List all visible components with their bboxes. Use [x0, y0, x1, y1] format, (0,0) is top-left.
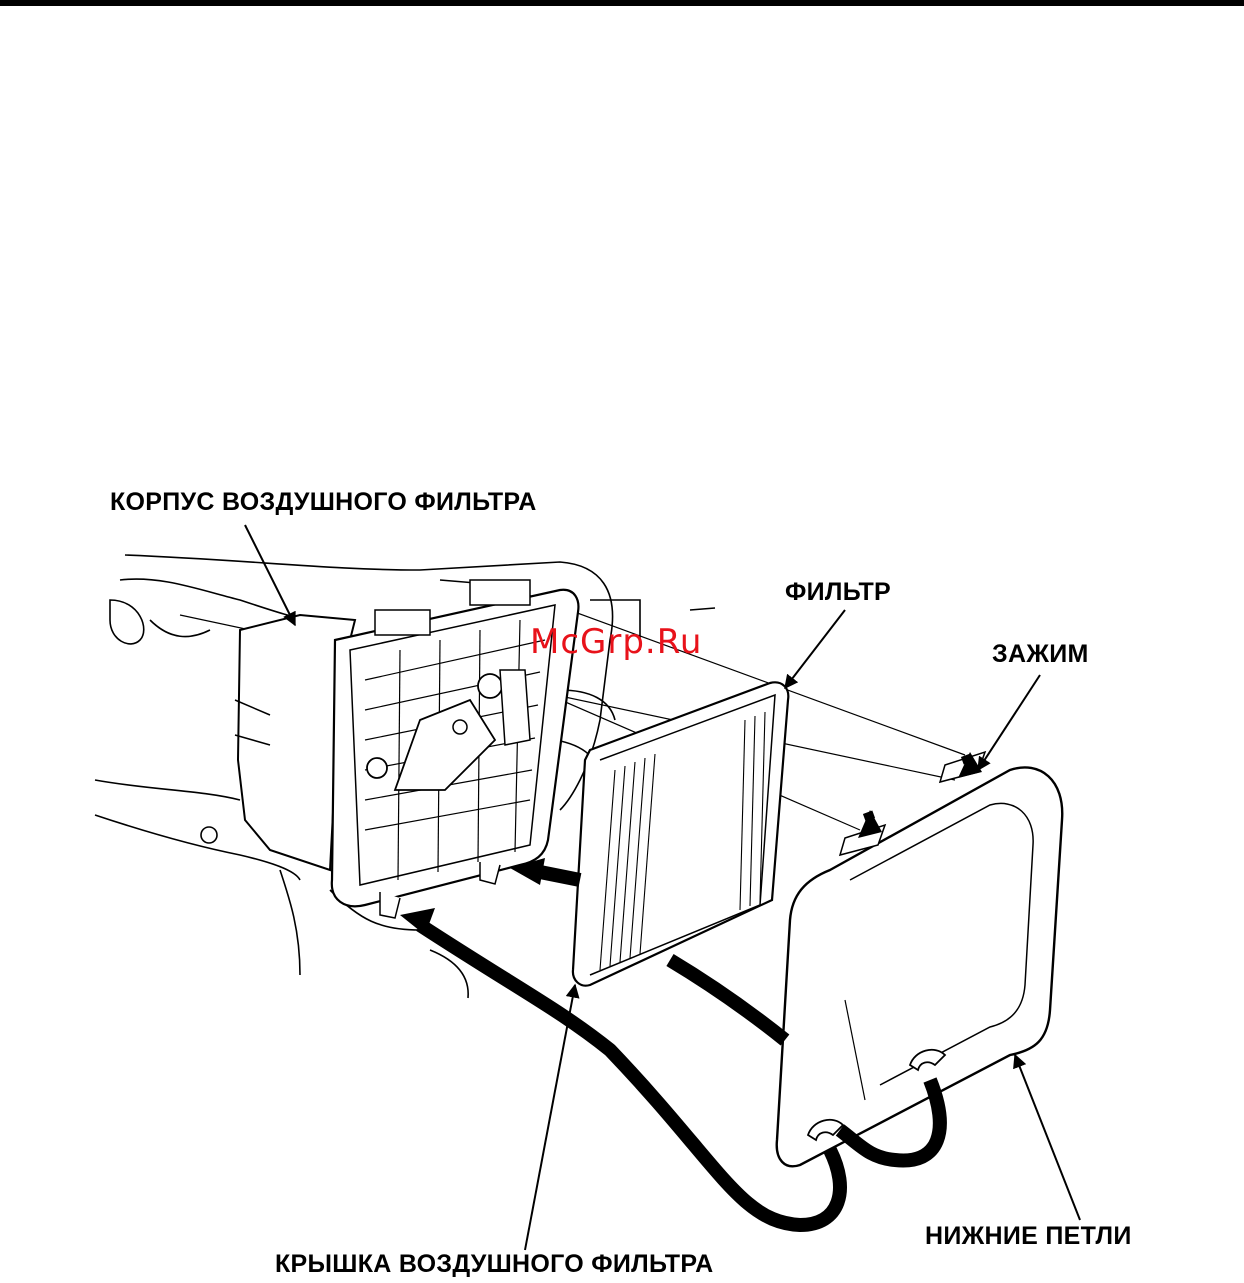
label-clip: ЗАЖИМ — [992, 640, 1089, 669]
watermark: McGrp.Ru — [530, 622, 702, 662]
air-cleaner-cover — [777, 752, 1062, 1166]
leader-cover — [525, 985, 575, 1250]
label-air-cleaner-cover: КРЫШКА ВОЗДУШНОГО ФИЛЬТРА — [275, 1250, 713, 1279]
label-lower-tabs: НИЖНИЕ ПЕТЛИ — [925, 1222, 1132, 1251]
leader-lower-tabs — [1015, 1055, 1080, 1220]
leader-clip — [978, 675, 1040, 770]
filter-element — [573, 682, 788, 985]
leader-filter — [785, 610, 845, 688]
label-filter: ФИЛЬТР — [785, 578, 891, 607]
label-air-cleaner-case: КОРПУС ВОЗДУШНОГО ФИЛЬТРА — [110, 488, 537, 517]
